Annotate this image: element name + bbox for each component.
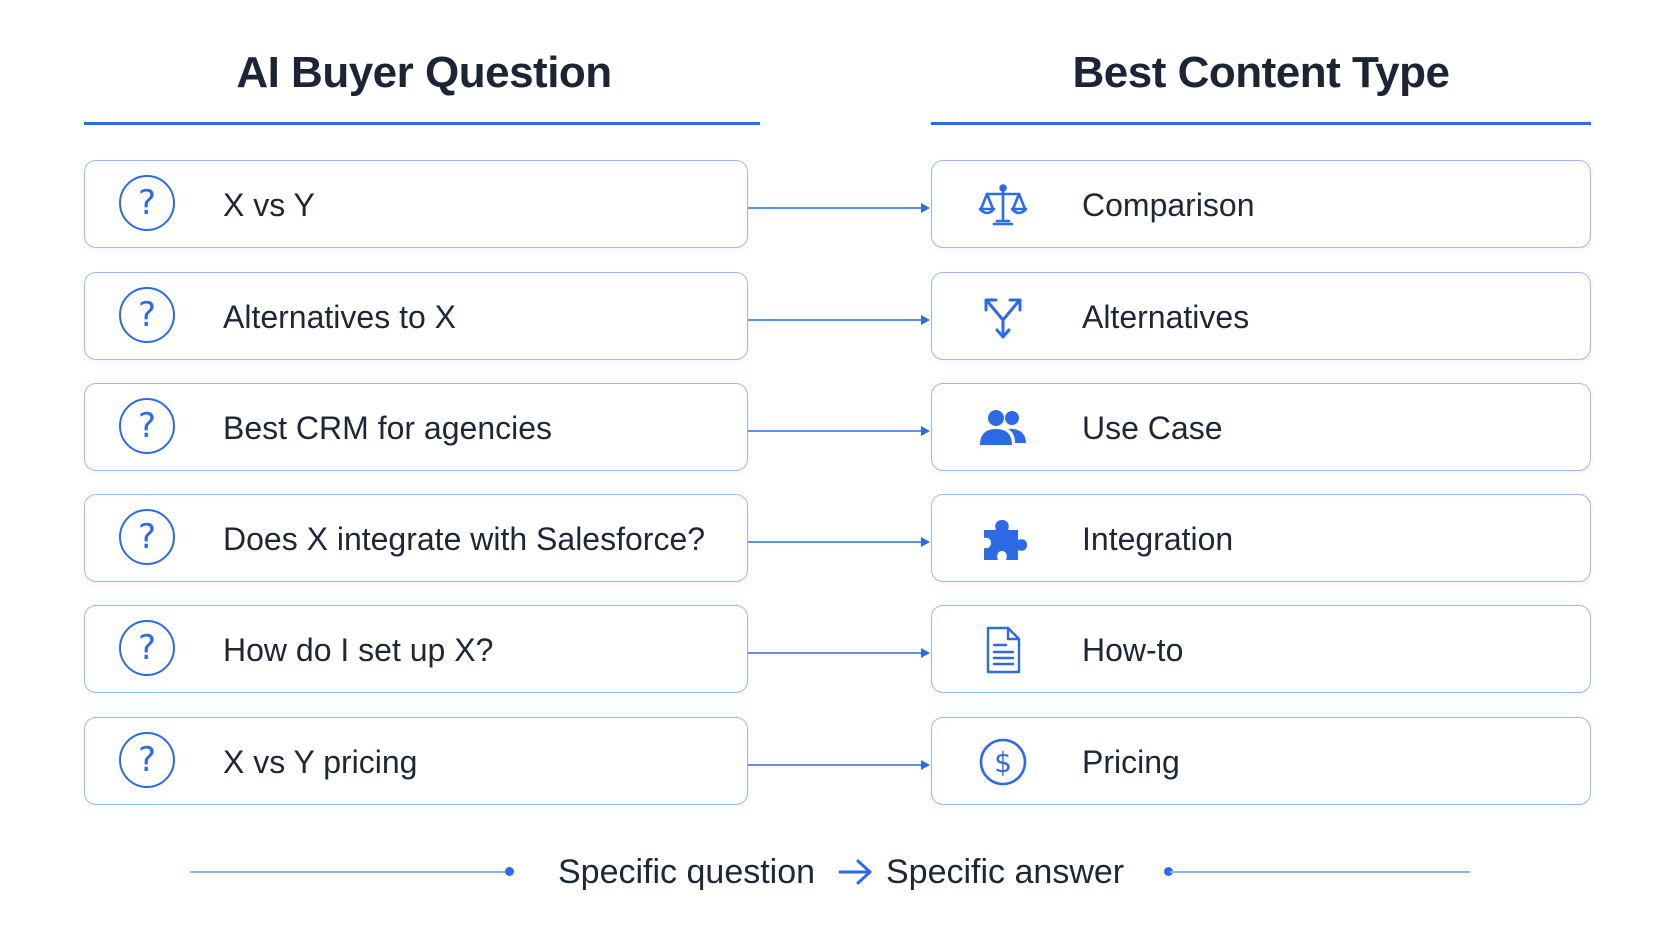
- branch-icon: [978, 292, 1028, 342]
- footer-left-line: [190, 871, 510, 873]
- dollar-icon: $: [978, 737, 1028, 787]
- question-mark-icon: ?: [119, 398, 175, 454]
- question-card-best-crm: ? Best CRM for agencies: [84, 383, 748, 471]
- connector-arrow: [748, 198, 931, 218]
- content-type-text: Use Case: [1082, 410, 1223, 446]
- question-text: How do I set up X?: [223, 632, 494, 668]
- content-type-card-alternatives: Alternatives: [931, 272, 1591, 360]
- content-type-card-use-case: Use Case: [931, 383, 1591, 471]
- question-card-setup: ? How do I set up X?: [84, 605, 748, 693]
- content-type-card-integration: Integration: [931, 494, 1591, 582]
- question-card-pricing: ? X vs Y pricing: [84, 717, 748, 805]
- content-type-text: Pricing: [1082, 744, 1180, 780]
- connector-arrow: [748, 421, 931, 441]
- left-title-underline: [84, 122, 760, 125]
- right-arrow-icon: [836, 856, 876, 888]
- footer-right-line: [1170, 871, 1470, 873]
- question-mark-icon: ?: [119, 175, 175, 231]
- left-column-title: AI Buyer Question: [236, 48, 612, 97]
- question-card-integrate-salesforce: ? Does X integrate with Salesforce?: [84, 494, 748, 582]
- footer-left-dot: [505, 867, 514, 876]
- connector-arrow: [748, 532, 931, 552]
- right-column-title: Best Content Type: [1072, 48, 1450, 97]
- users-icon: [978, 403, 1028, 453]
- footer-caption: Specific question Specific answer: [0, 842, 1672, 902]
- question-mark-icon: ?: [119, 287, 175, 343]
- question-text: X vs Y pricing: [223, 744, 418, 780]
- footer-right-dot: [1164, 867, 1173, 876]
- document-icon: [978, 625, 1028, 675]
- question-card-x-vs-y: ? X vs Y: [84, 160, 748, 248]
- connector-arrow: [748, 755, 931, 775]
- content-type-card-comparison: Comparison: [931, 160, 1591, 248]
- question-mark-icon: ?: [119, 509, 175, 565]
- content-type-card-pricing: $ Pricing: [931, 717, 1591, 805]
- connector-arrow: [748, 310, 931, 330]
- question-text: Alternatives to X: [223, 299, 456, 335]
- content-type-text: Comparison: [1082, 187, 1255, 223]
- footer-left-text: Specific question: [558, 853, 816, 891]
- content-type-text: Alternatives: [1082, 299, 1250, 335]
- right-title-underline: [931, 122, 1591, 125]
- content-type-text: How-to: [1082, 632, 1184, 668]
- footer-right-text: Specific answer: [886, 853, 1125, 891]
- question-text: Best CRM for agencies: [223, 410, 553, 446]
- question-text: X vs Y: [223, 187, 315, 223]
- connector-arrow: [748, 643, 931, 663]
- puzzle-icon: [978, 514, 1028, 564]
- scale-icon: [978, 180, 1028, 230]
- question-card-alternatives: ? Alternatives to X: [84, 272, 748, 360]
- question-mark-icon: ?: [119, 620, 175, 676]
- content-type-card-how-to: How-to: [931, 605, 1591, 693]
- question-mark-icon: ?: [119, 732, 175, 788]
- content-type-text: Integration: [1082, 521, 1234, 557]
- question-text: Does X integrate with Salesforce?: [223, 521, 706, 557]
- svg-text:$: $: [994, 746, 1012, 779]
